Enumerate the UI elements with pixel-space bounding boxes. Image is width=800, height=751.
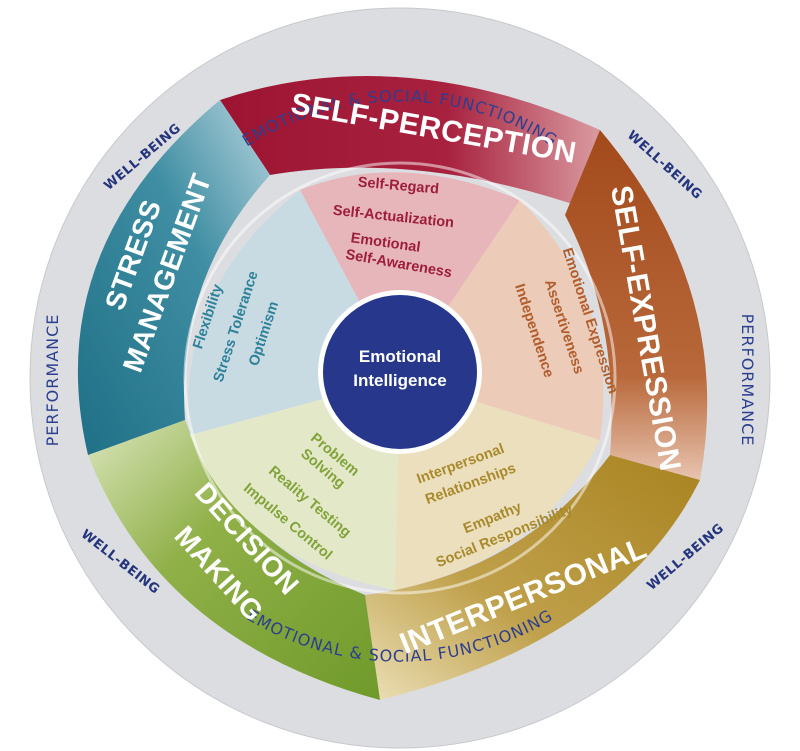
self-expression-band [565,130,708,480]
self-perception-band [220,76,600,210]
decision-making-band [88,420,380,700]
subscale-self-regard: Self-Regard [357,174,439,197]
center-circle [323,295,477,449]
ring-label-left: PERFORMANCE [43,314,62,447]
interpersonal-band [365,455,700,700]
composite-bands [77,76,708,700]
ring-label-right: PERFORMANCE [738,314,757,447]
center-label-line2: Intelligence [353,371,447,390]
stress-management-band [77,100,270,455]
self-perception-wedge [300,172,520,378]
center-label-line1: Emotional [359,347,441,366]
